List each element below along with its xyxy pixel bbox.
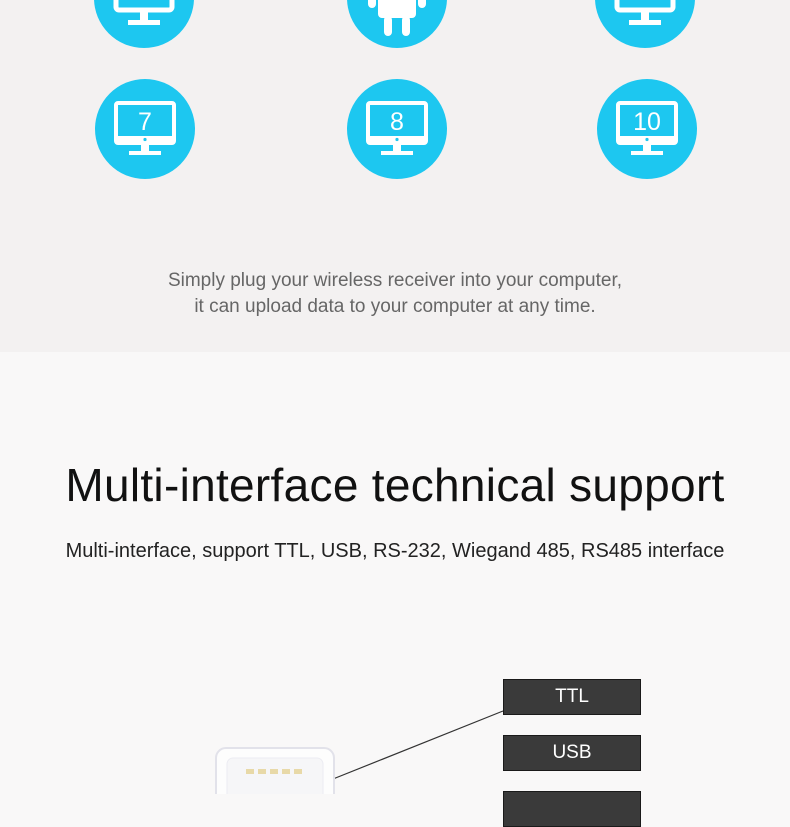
- interface-label-partial: [503, 791, 641, 827]
- os-compatibility-panel: 7 8 10 Simply plug your wireless receive…: [0, 0, 790, 352]
- section-subtitle: Multi-interface, support TTL, USB, RS-23…: [65, 540, 725, 562]
- interface-label-usb: USB: [503, 735, 641, 771]
- windows-10-monitor-icon: 10: [597, 79, 697, 179]
- monitor-icon: [94, 0, 194, 48]
- os-version-label: 10: [633, 108, 661, 136]
- windows-7-monitor-icon: 7: [95, 79, 195, 179]
- android-icon: [347, 0, 447, 48]
- interface-label-ttl: TTL: [503, 679, 641, 715]
- receiver-tagline: Simply plug your wireless receiver into …: [0, 268, 790, 320]
- windows-8-monitor-icon: 8: [347, 79, 447, 179]
- reader-device-illustration: [215, 710, 504, 794]
- tagline-line-1: Simply plug your wireless receiver into …: [167, 270, 623, 291]
- monitor-icon: [595, 0, 695, 48]
- section-title: Multi-interface technical support: [65, 459, 725, 511]
- os-version-label: 8: [390, 108, 404, 136]
- os-version-label: 7: [138, 108, 152, 136]
- tagline-line-2: it can upload data to your computer at a…: [194, 296, 596, 317]
